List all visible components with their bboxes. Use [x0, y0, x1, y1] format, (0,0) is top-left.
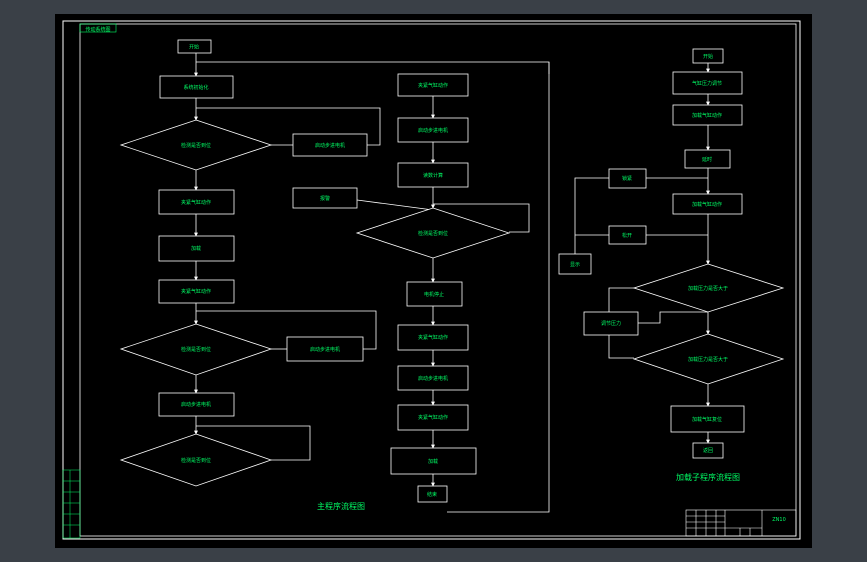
main-stop-box: [406, 281, 463, 307]
main-end-check-label: 检测是否到位: [181, 457, 211, 464]
main-motor-d-box: [397, 117, 469, 143]
main-load-box: [158, 235, 235, 262]
main-motor-a-box: [292, 133, 368, 157]
main-motor-e-box: [397, 365, 469, 391]
main-cross-label: 检测是否到位: [418, 230, 448, 237]
main-motor-d-label: 启动步进电机: [418, 127, 448, 134]
main-flow-title: 主程序流程图: [317, 501, 365, 511]
frame-tag: 传动系统图: [85, 26, 110, 33]
main-in-place-label: 检测是否到位: [181, 142, 211, 149]
main-alarm-label: 报警: [320, 195, 330, 202]
main-load2-label: 加载: [428, 458, 438, 465]
main-motor-b-label: 启动步进电机: [310, 346, 340, 353]
main-cylinder-c-box: [397, 73, 469, 97]
main-alarm-box: [292, 187, 358, 209]
sub-start-label: 开始: [703, 53, 713, 60]
main-cylinder-b-box: [158, 279, 235, 304]
sub-decision-over: [632, 263, 785, 313]
main-init-label: 系统初始化: [183, 84, 208, 91]
sub-adjust-b-label: 调节压力: [601, 320, 621, 327]
sub-adjust-a-label: 气缸压力调节: [692, 80, 722, 87]
main-start-box: [177, 39, 212, 54]
main-decision-in-place: [119, 119, 273, 171]
main-start-label: 开始: [189, 44, 199, 51]
inner-border: [79, 23, 797, 537]
title-block: [685, 509, 797, 537]
main-flow-connectors: [194, 53, 710, 513]
sub-cylinder-c-box: [670, 405, 745, 433]
main-cylinder-d-label: 夹紧气缸动作: [418, 334, 448, 341]
sub-adjust-a-box: [672, 71, 743, 95]
sub-flow-title: 加载子程序流程图: [676, 472, 740, 482]
main-cylinder-e-label: 夹紧气缸动作: [418, 414, 448, 421]
main-decision-shift: [119, 323, 273, 376]
main-load-label: 加载: [191, 245, 201, 252]
main-cylinder-a-box: [158, 189, 235, 215]
main-motor-e-label: 启动步进电机: [418, 375, 448, 382]
main-motor-a-label: 启动步进电机: [315, 142, 345, 149]
main-stop-label: 电机停止: [424, 291, 444, 298]
sub-start-box: [692, 48, 724, 64]
sub-display-box: [558, 253, 592, 275]
sub-lock-label: 锁紧: [622, 175, 632, 182]
main-cylinder-c-label: 夹紧气缸动作: [418, 82, 448, 89]
margin-record-table: [62, 469, 81, 539]
main-cylinder-e-box: [397, 404, 469, 431]
sub-delay-label: 延时: [702, 156, 712, 163]
main-motor-c-label: 启动步进电机: [181, 401, 211, 408]
main-motor-c-box: [158, 392, 235, 417]
sub-release-box: [608, 225, 647, 245]
sub-lock-box: [608, 168, 647, 189]
sub-cylinder-a-box: [672, 104, 743, 126]
sub-cylinder-b-label: 加载气缸动作: [692, 201, 722, 208]
main-shift-label: 检测是否到位: [181, 346, 211, 353]
main-init-box: [159, 75, 234, 99]
sub-over-label: 加载压力是否大于: [688, 285, 728, 292]
main-load2-box: [390, 447, 477, 475]
main-end-label: 结束: [427, 491, 437, 498]
sub-under-label: 加载压力是否大于: [688, 356, 728, 363]
main-cylinder-b-label: 夹紧气缸动作: [181, 288, 211, 295]
sub-cylinder-c-label: 加载气缸复位: [692, 416, 722, 423]
main-end-box: [417, 485, 448, 503]
sub-adjust-b-box: [583, 311, 639, 336]
drawing-number: ZN10: [772, 517, 786, 523]
main-motor-b-box: [286, 336, 364, 362]
outer-border: [62, 20, 801, 540]
sub-return-box: [692, 442, 724, 459]
main-cylinder-d-box: [397, 324, 469, 351]
main-count-box: [397, 162, 469, 188]
sub-display-label: 显示: [570, 262, 580, 268]
main-cylinder-a-label: 夹紧气缸动作: [181, 199, 211, 206]
sub-cylinder-a-label: 加载气缸动作: [692, 112, 722, 119]
sub-cylinder-b-box: [672, 193, 743, 215]
sub-delay-box: [684, 149, 731, 169]
sub-release-label: 松开: [622, 232, 632, 239]
main-count-label: 读数计算: [423, 172, 443, 179]
sub-return-label: 返回: [703, 447, 713, 454]
frame-tag-box: [79, 23, 117, 33]
main-decision-cross: [355, 207, 511, 259]
sub-decision-under: [632, 333, 785, 385]
main-decision-end: [119, 433, 273, 487]
